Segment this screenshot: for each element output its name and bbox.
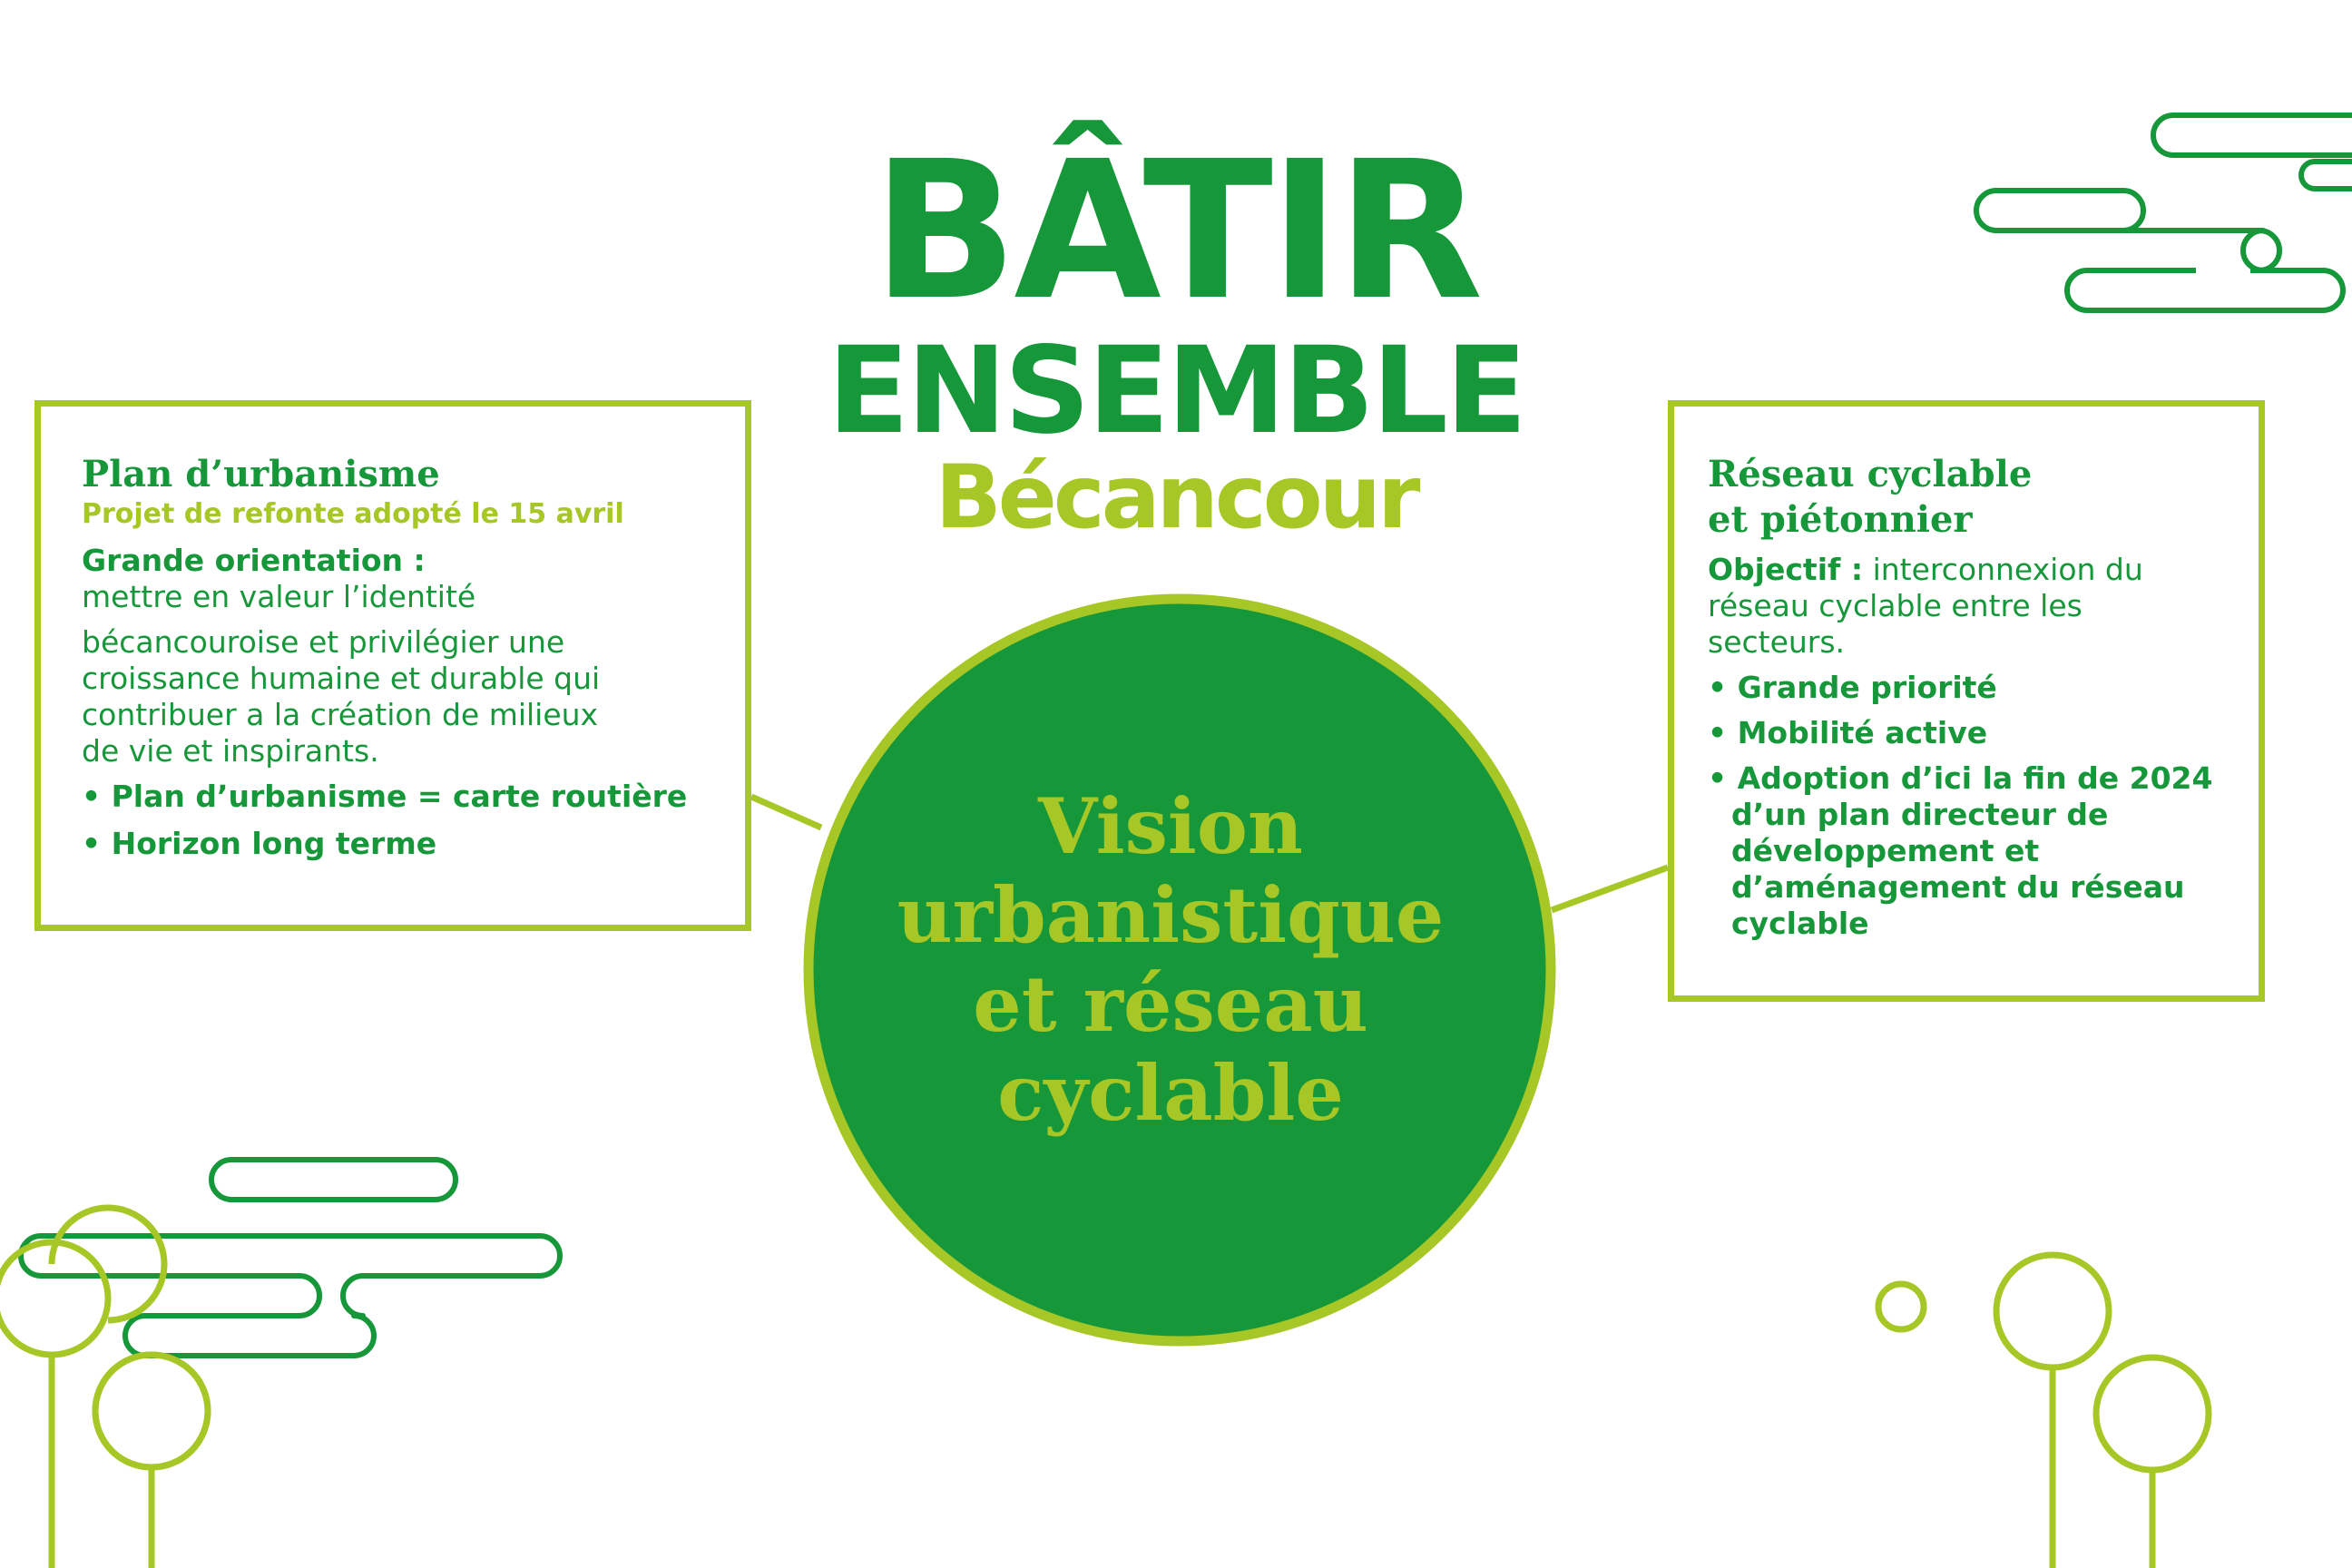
tree-icon (0, 1239, 211, 1568)
title-ensemble: ENSEMBLE (827, 321, 1527, 461)
bullet-item: • Horizon long terme (82, 826, 437, 861)
urbanism-plan-subtitle: Projet de refonte adopté le 15 avril (82, 498, 624, 530)
center-line: cyclable (997, 1048, 1344, 1138)
urbanism-bullets: • Plan d’urbanisme = carte routière • Ho… (82, 779, 745, 862)
center-line: Vision (1038, 781, 1303, 871)
cycling-title-line1: Réseau cyclable (1708, 453, 2033, 495)
urbanism-plan-box: Plan d’urbanisme Projet de refonte adopt… (34, 400, 751, 931)
objective-label: Objectif : (1708, 552, 1864, 587)
tree-icon (48, 1204, 211, 1471)
tree-icon (1993, 1251, 2212, 1568)
title-batir: BÂTIR (872, 120, 1483, 342)
bullet-item: • Mobilité active (1708, 715, 1988, 750)
city-logo: Bécancour (935, 446, 1421, 548)
center-line: urbanistique (897, 870, 1445, 960)
cycling-bullets: • Grande priorité • Mobilité active • Ad… (1708, 670, 2252, 942)
connector-right (1550, 864, 1670, 914)
cloud-icon (18, 1157, 563, 1358)
bullet-item: • Grande priorité (1708, 670, 1997, 705)
orientation-line1: mettre en valeur l’identité (82, 579, 476, 614)
orientation-label: Grande orientation : (82, 543, 426, 578)
center-line: et réseau (973, 959, 1368, 1049)
sun-icon (1875, 1280, 1927, 1333)
objective-text: interconnexion du réseau cyclable entre … (1708, 552, 2143, 660)
orientation-text: bécancouroise et privilégier une croissa… (82, 624, 601, 769)
cycling-network-box: Réseau cyclable et piétonnier Objectif :… (1668, 400, 2265, 1002)
cloud-icon (1974, 113, 2352, 313)
cycling-title-line2: et piétonnier (1708, 498, 1973, 541)
bullet-item: • Plan d’urbanisme = carte routière (82, 779, 688, 814)
center-circle (803, 593, 1556, 1347)
connector-left (750, 793, 823, 831)
urbanism-plan-title: Plan d’urbanisme (82, 453, 440, 495)
center-heading: Vision urbanistique et réseau cyclable (789, 782, 1552, 1138)
objective-paragraph: Objectif : interconnexion du réseau cycl… (1708, 552, 2180, 661)
bullet-item: • Adoption d’ici la fin de 2024 d’un pla… (1708, 760, 2213, 941)
